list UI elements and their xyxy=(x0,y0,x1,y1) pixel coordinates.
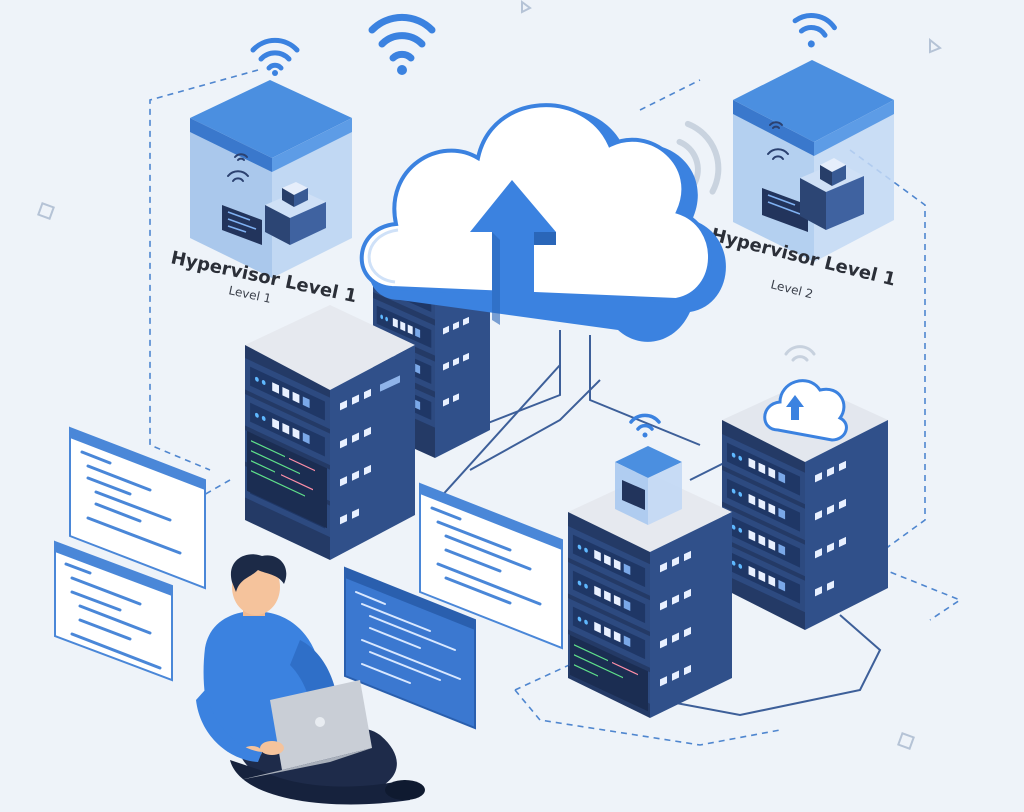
hypervisor-cube-icon xyxy=(615,446,682,525)
upload-arrow-icon xyxy=(470,180,556,325)
code-window-icon xyxy=(54,540,173,682)
person-icon xyxy=(196,554,425,805)
wifi-icon xyxy=(792,13,837,48)
code-window-icon xyxy=(419,482,563,650)
server-rack-icon xyxy=(245,305,415,560)
wifi-icon xyxy=(250,37,300,76)
hypervisor-cube-right xyxy=(733,60,894,262)
hypervisor-cube-left xyxy=(190,80,352,278)
upload-arrow-icon xyxy=(786,395,804,420)
cloud-icon xyxy=(763,379,848,442)
right-hypervisor-sublabel: Level 2 xyxy=(769,277,814,301)
decorative-shapes xyxy=(37,0,942,750)
wifi-icon xyxy=(629,413,661,438)
network-cables xyxy=(419,330,882,717)
wifi-icon xyxy=(784,345,816,362)
wifi-icon xyxy=(368,13,436,75)
code-window-icon xyxy=(344,566,476,730)
code-window-icon xyxy=(69,426,206,590)
